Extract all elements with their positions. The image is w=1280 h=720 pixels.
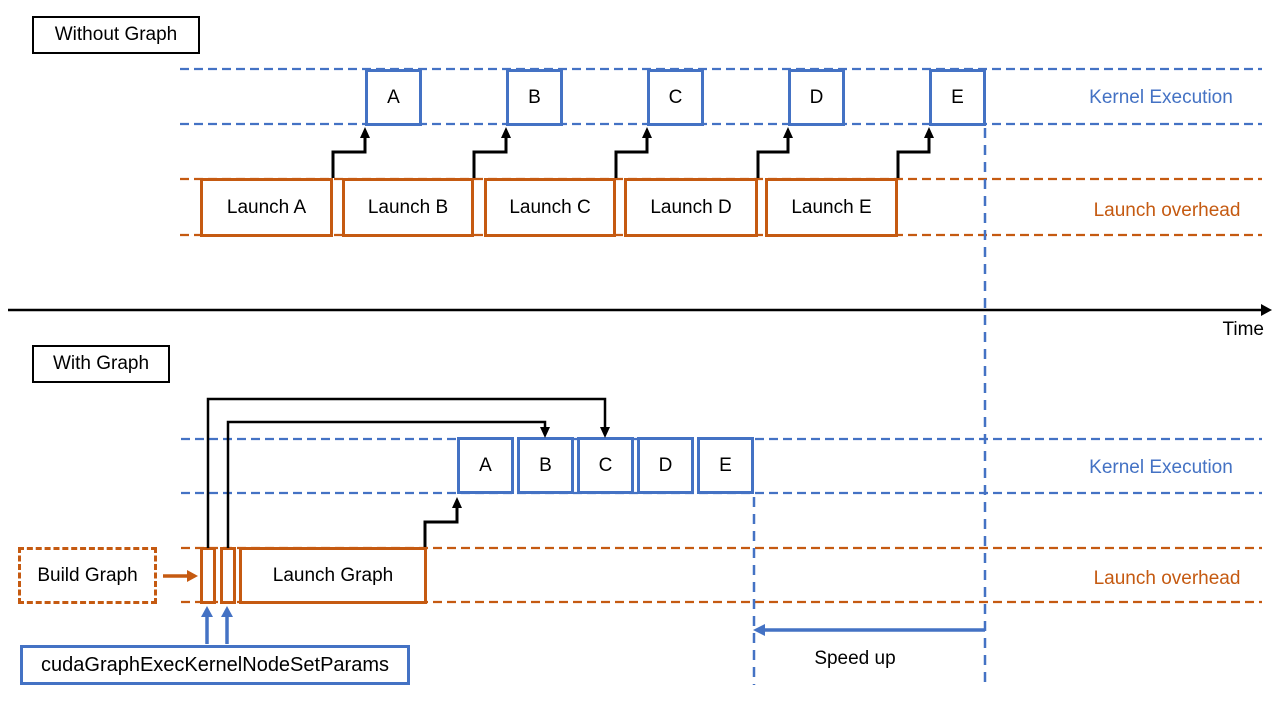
launch-box-d: Launch D	[624, 178, 758, 237]
up-arrowhead-icon	[501, 127, 511, 138]
top-kernel-lane-label: Kernel Execution	[1089, 87, 1233, 108]
with-graph-section-label: With Graph	[32, 345, 170, 383]
step-arrow-shaft	[423, 506, 459, 547]
kernel-box-c: C	[647, 69, 704, 126]
api-call-box: cudaGraphExecKernelNodeSetParams	[20, 645, 410, 685]
step-arrow-shaft	[331, 136, 367, 178]
launch-graph-label: Launch Graph	[272, 564, 394, 586]
launch-box-label: Launch A	[226, 196, 307, 218]
step-arrow-shaft	[472, 136, 508, 178]
kernel-box-a: A	[365, 69, 422, 126]
with-graph-text: With Graph	[52, 353, 150, 374]
left-arrowhead-icon	[753, 624, 765, 636]
without-graph-section-label: Without Graph	[32, 16, 200, 54]
kernel-box-d: D	[788, 69, 845, 126]
step-arrow-launch-graph-to-kernel-a	[423, 497, 462, 547]
graph-kernel-box-c: C	[577, 437, 634, 494]
launch-box-label: Launch D	[650, 196, 732, 218]
graph-update-box-1	[200, 547, 216, 604]
launch-box-label: Launch E	[791, 196, 872, 218]
kernel-box-label: D	[809, 86, 824, 108]
up-arrowhead-icon	[783, 127, 793, 138]
bottom-kernel-lane-label: Kernel Execution	[1089, 457, 1233, 478]
time-axis-label: Time	[1222, 319, 1264, 340]
step-arrow-launch-b-to-kernel-b	[472, 127, 511, 178]
kernel-box-e: E	[929, 69, 986, 126]
launch-box-label: Launch C	[509, 196, 591, 218]
kernel-box-label: E	[719, 454, 732, 476]
kernel-box-label: B	[528, 86, 541, 108]
step-arrow-shaft	[896, 136, 931, 178]
kernel-box-label: A	[479, 454, 492, 476]
kernel-box-label: D	[658, 454, 673, 476]
launch-box-c: Launch C	[484, 178, 616, 237]
kernel-box-b: B	[506, 69, 563, 126]
bottom-launch-lane-label: Launch overhead	[1093, 568, 1241, 589]
speed-up-label: Speed up	[814, 648, 896, 669]
kernel-box-label: C	[598, 454, 613, 476]
time-axis	[8, 304, 1272, 316]
launch-box-label: Launch B	[367, 196, 449, 218]
up-arrowhead-icon	[221, 606, 233, 617]
kernel-box-label: C	[668, 86, 683, 108]
step-arrow-launch-a-to-kernel-a	[331, 127, 370, 178]
right-arrowhead-icon	[187, 570, 198, 582]
top-launch-lane-label: Launch overhead	[1093, 200, 1241, 221]
kernel-box-label: A	[387, 86, 400, 108]
launch-box-b: Launch B	[342, 178, 474, 237]
build-graph-arrow	[163, 570, 198, 582]
graph-kernel-box-b: B	[517, 437, 574, 494]
graph-kernel-box-a: A	[457, 437, 514, 494]
without-graph-text: Without Graph	[54, 24, 178, 45]
step-arrow-launch-c-to-kernel-c	[614, 127, 652, 178]
time-axis-arrowhead-icon	[1261, 304, 1272, 316]
launch-graph-box: Launch Graph	[239, 547, 427, 604]
api-arrow-1	[201, 606, 213, 644]
speed-up-arrow	[753, 624, 985, 636]
up-arrowhead-icon	[452, 497, 462, 508]
up-arrowhead-icon	[642, 127, 652, 138]
up-arrowhead-icon	[201, 606, 213, 617]
build-graph-label: Build Graph	[37, 564, 138, 586]
launch-box-e: Launch E	[765, 178, 898, 237]
kernel-box-label: E	[951, 86, 964, 108]
build-graph-box: Build Graph	[18, 547, 157, 604]
kernel-box-label: B	[539, 454, 552, 476]
graph-kernel-box-e: E	[697, 437, 754, 494]
step-arrow-shaft	[614, 136, 649, 178]
up-arrowhead-icon	[360, 127, 370, 138]
step-arrow-launch-e-to-kernel-e	[896, 127, 934, 178]
launch-box-a: Launch A	[200, 178, 333, 237]
graph-kernel-box-d: D	[637, 437, 694, 494]
api-arrow-2	[221, 606, 233, 644]
api-call-label: cudaGraphExecKernelNodeSetParams	[41, 653, 389, 676]
graph-update-box-2	[220, 547, 236, 604]
step-arrow-launch-d-to-kernel-d	[756, 127, 793, 178]
step-arrow-shaft	[756, 136, 790, 178]
up-arrowhead-icon	[924, 127, 934, 138]
